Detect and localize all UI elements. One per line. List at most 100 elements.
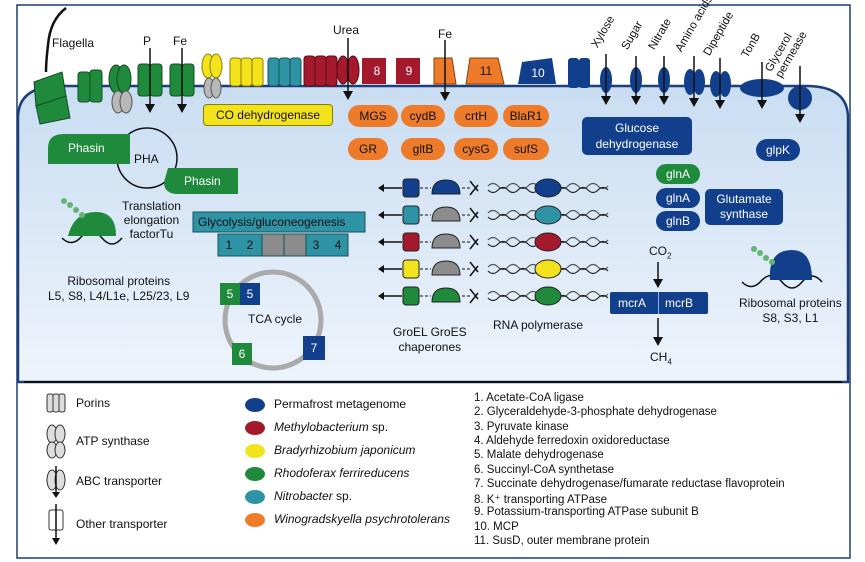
atp-synthase-yellow-icon [201,53,223,99]
tca-7-label: 7 [310,341,318,355]
other-transporter-legend-icon [48,504,64,545]
enzyme-list-item-4: 4. Aldehyde ferredoxin oxidoreductase [474,434,670,447]
porin-legend-icon [46,393,66,413]
porin-green-icon [77,69,103,103]
atp-synthase-legend-icon [46,424,66,459]
glnb-pill: glnB [656,211,700,231]
rna-polymerase-label: RNA polymerase [493,318,584,332]
enzyme-list-item-6: 6. Succinyl-CoA synthetase [474,463,614,476]
orange-pill-cysg: cysG [454,138,498,160]
rna-polymerase-icon [534,286,562,306]
p-transporter-icon [137,48,163,113]
pha-label: PHA [134,152,159,166]
orange-pill-mgs: MGS [348,105,398,127]
tca-cycle-ring [222,269,324,371]
legend-porins: Porins [76,396,111,410]
chaperone-row-1 [378,178,609,198]
phasin-top-shape [48,134,130,164]
protein-10-label: 10 [531,66,545,80]
legend-color-dot [245,398,265,412]
legend-color-dot [245,421,265,435]
rna-polymerase-icon [534,205,562,225]
groes-lid [431,179,461,195]
legend-atp-synthase: ATP synthase [76,434,150,448]
abc-transporter-legend-icon [46,466,66,498]
enzyme-list-item-9: 9. Potassium-transporting ATPase subunit… [474,506,699,519]
protein-10-shape [518,58,556,84]
protein-9-label: 9 [405,64,413,78]
tca-5b-label: 5 [246,287,254,301]
orange-pill-gltb: gltB [401,138,445,160]
legend-color-dot [245,513,265,527]
glyco-cell-2: 2 [246,238,254,252]
dipeptide-transporter-icon [710,58,731,109]
co2-label: CO2 [649,244,672,261]
legend-species-label: Winogradskyella psychrotolerans [274,512,450,526]
mcrb-label: mcrB [665,296,693,310]
sugar-transporter-icon [630,56,642,105]
amino-acid-transporter-icon [684,56,705,107]
glycolysis-label: Glycolysis/gluconeogenesis [198,215,346,229]
tca-5a-label: 5 [226,287,234,301]
glyco-cell-3: 3 [312,238,320,252]
legend-species-label: Methylobacterium sp. [274,420,389,434]
protein-8-box [362,58,386,84]
orange-pill-sufs: sufS [503,138,549,160]
legend-color-dot [245,467,265,481]
phasin-top-label: Phasin [68,141,105,155]
enzyme-list-item-1: 1. Acetate-CoA ligase [474,392,584,404]
tca-label: TCA cycle [248,312,303,326]
groel-barrel [402,205,420,225]
porin-teal-icon [267,57,302,87]
enzyme-list-item-3: 3. Pyruvate kinase [474,420,569,433]
legend-transport-icons [46,393,66,545]
legend-abc-transporter: ABC transporter [76,474,163,488]
enzyme-list-item-2: 2. Glyceraldehyde-3-phosphate dehydrogen… [474,406,717,419]
groel-barrel [402,232,420,252]
nitrate-transporter-icon [658,56,670,105]
glycolysis-box [192,211,366,233]
glyco-cell-4: 4 [334,238,342,252]
tca-5-green [220,283,240,305]
enzyme-list-item-10: 10. MCP [474,520,519,533]
rna-polymerase-icon [534,232,562,252]
tca-7-navy [303,336,325,360]
co-dehydrogenase-box: CO dehydrogenase [203,104,333,126]
groes-lid [431,233,461,249]
protein-9-box [396,58,420,84]
legend-color-dot [245,490,265,504]
tca-6-green [232,343,252,365]
phasin-bottom-label: Phasin [184,174,221,188]
enzyme-list-item-7: 7. Succinate dehydrogenase/fumarate redu… [474,477,785,490]
ch4-label: CH4 [650,350,672,367]
orange-pill-blar1: BlaR1 [503,105,549,127]
flagella-label: Flagella [52,36,95,50]
chaperone-row-3 [378,232,609,252]
flagella-motor-icon [33,71,71,125]
glyco-cell-1: 1 [225,238,233,252]
chaperone-row-5 [378,286,609,306]
mcr-box [610,292,708,314]
rna-polymerase-icon [534,178,562,198]
fe-transporter-green-icon [169,48,195,113]
groes-lid [431,287,461,303]
urea-transporter-icon [336,38,360,100]
rna-polymerase-icon [534,259,562,279]
protein-8-label: 8 [373,64,381,78]
atp-synthase-green-icon [108,64,133,114]
tca-6-label: 6 [238,347,246,361]
legend-color-dot [245,444,265,458]
orange-pill-cydb: cydB [401,105,445,127]
porin-red-icon [303,55,338,87]
legend-species-label: Bradyrhizobium japonicum [274,443,416,457]
glna-pill-2: glnA [656,188,700,208]
groel-barrel [402,286,420,306]
